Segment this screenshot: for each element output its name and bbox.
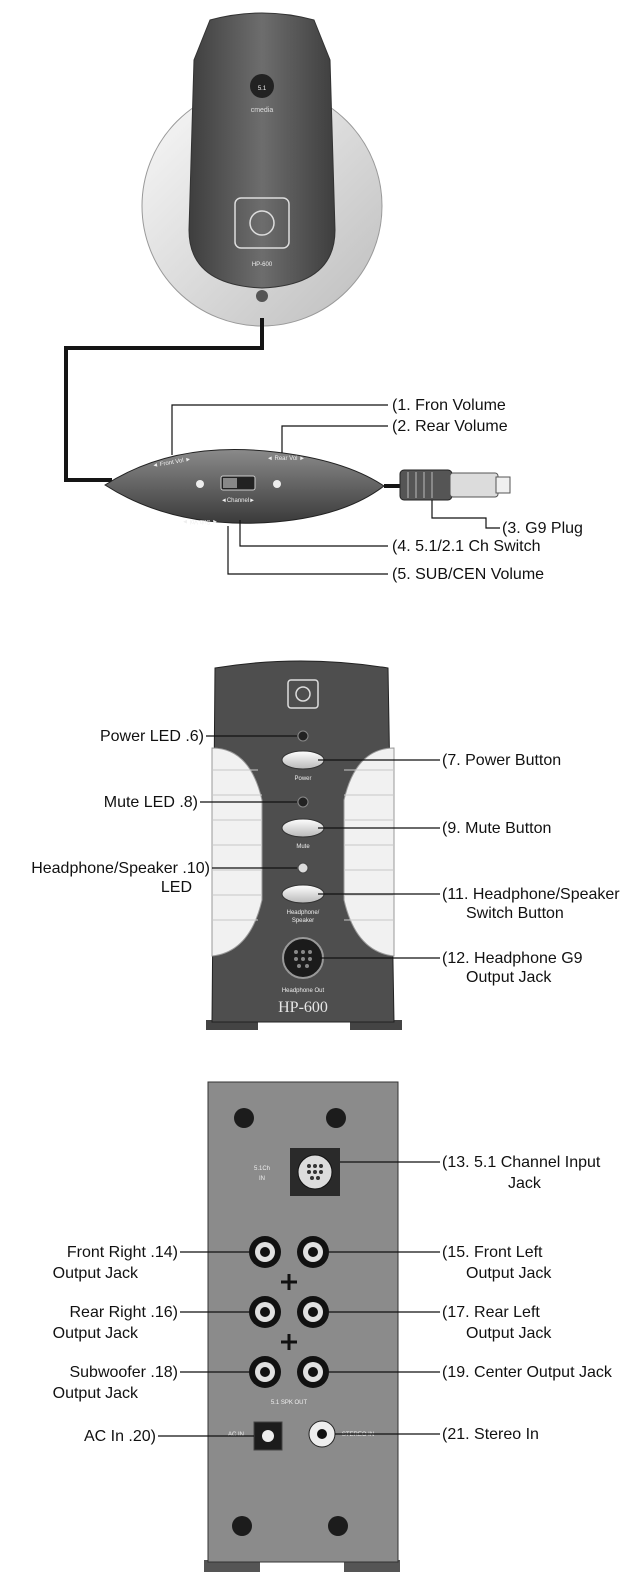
- callout-5: (5. SUB/CEN Volume: [392, 566, 544, 583]
- callout-2: (2. Rear Volume: [392, 418, 508, 435]
- callout-16: Rear Right .16): [70, 1304, 179, 1321]
- back-callout-lines: [158, 1161, 440, 1437]
- front-logo-icon: [295, 686, 311, 702]
- callout-17: (17. Rear Left: [442, 1304, 540, 1321]
- remote-led-right: [273, 480, 281, 488]
- back-screw-bl: [232, 1516, 252, 1536]
- callout-21: (21. Stereo In: [442, 1426, 539, 1443]
- front-panel: Power Mute Headphone/ Speaker Headphone …: [31, 660, 620, 1030]
- top-unit: 5.1 cmedia HP-600 ◄ Front Vol ► ◄ Rear V…: [64, 12, 583, 583]
- top-callout-lines: [171, 404, 500, 575]
- front-slats: [212, 769, 394, 921]
- remote-rear-vol: ◄ Rear Vol ►: [267, 456, 305, 462]
- spk-out-label: 5.1 SPK OUT: [271, 1400, 308, 1406]
- input-jack-pins: [307, 1164, 323, 1180]
- front-foot-right: [350, 1020, 402, 1030]
- back-screw-br: [328, 1516, 348, 1536]
- stereo-label: STEREO IN: [342, 1432, 374, 1438]
- headphone-logo-icon: [249, 210, 275, 236]
- puck-model-text: HP-600: [252, 262, 273, 268]
- callout-11: (11. Headphone/Speaker: [442, 886, 620, 903]
- logo-text: 5.1: [258, 86, 267, 92]
- callout-14-line2: Output Jack: [53, 1265, 139, 1282]
- callout-14: Front Right .14): [67, 1244, 178, 1261]
- callout-20: AC In .20): [84, 1428, 156, 1445]
- channel-switch-slider: [223, 478, 237, 488]
- front-body: [211, 660, 395, 1023]
- front-logo-box: [287, 679, 319, 709]
- callout-15: (15. Front Left: [442, 1244, 543, 1261]
- mute-led: [297, 796, 309, 808]
- input-label-2: IN: [259, 1176, 265, 1182]
- g9-plug-connector: [449, 472, 499, 498]
- front-right-cutout: [343, 747, 395, 957]
- callout-18: Subwoofer .18): [69, 1364, 178, 1381]
- back-screw-tl: [234, 1108, 254, 1128]
- headphone-speaker-led: [297, 862, 309, 874]
- brand-text: cmedia: [251, 107, 274, 114]
- headphone-logo-box: [234, 197, 290, 249]
- callout-9: (9. Mute Button: [442, 820, 551, 837]
- logo-badge: [250, 74, 274, 98]
- plus-marks: [281, 1274, 297, 1350]
- plug-ridges: [407, 472, 433, 498]
- cable: [64, 318, 264, 482]
- back-foot-right: [344, 1560, 400, 1572]
- mute-button-label: Mute: [296, 844, 310, 850]
- callout-3: (3. G9 Plug: [502, 520, 583, 537]
- callout-18-line2: Output Jack: [53, 1385, 139, 1402]
- back-panel: 5.1Ch IN 5.1 SPK OUT: [53, 1081, 613, 1572]
- callout-7: (7. Power Button: [442, 752, 561, 769]
- callout-12: (12. Headphone G9: [442, 950, 583, 967]
- callout-16-line2: Output Jack: [53, 1325, 139, 1342]
- headphone-out-label: Headphone Out: [282, 988, 325, 994]
- front-foot-left: [206, 1020, 258, 1030]
- ac-in-jack[interactable]: [253, 1421, 283, 1451]
- back-screw-tr: [326, 1108, 346, 1128]
- callout-4: (4. 5.1/2.1 Ch Switch: [392, 538, 541, 555]
- power-button-label: Power: [294, 776, 311, 782]
- mute-button[interactable]: [281, 818, 325, 838]
- callout-11-line2: Switch Button: [466, 905, 564, 922]
- headphone-out-pins: [294, 950, 312, 968]
- callout-6: Power LED .6): [100, 728, 204, 745]
- puck-body: [188, 12, 336, 289]
- g9-plug-tip: [495, 476, 511, 494]
- front-model-text: HP-600: [278, 999, 328, 1016]
- callout-13: (13. 5.1 Channel Input: [442, 1154, 601, 1171]
- callout-10: Headphone/Speaker .10): [31, 860, 210, 877]
- hp-spk-label-1: Headphone/: [287, 910, 320, 916]
- callout-19: (19. Center Output Jack: [442, 1364, 613, 1381]
- hp-spk-label-2: Speaker: [292, 918, 314, 924]
- power-button[interactable]: [281, 750, 325, 770]
- front-callout-lines: [200, 735, 440, 959]
- front-left-cutout: [211, 747, 263, 957]
- remote-led-left: [196, 480, 204, 488]
- puck-indicator: [256, 290, 268, 302]
- input-label-1: 5.1Ch: [254, 1166, 270, 1172]
- callout-8: Mute LED .8): [104, 794, 198, 811]
- callout-12-line2: Output Jack: [466, 969, 552, 986]
- callout-1: (1. Fron Volume: [392, 397, 506, 414]
- rca-jacks: [249, 1236, 329, 1388]
- callout-17-line2: Output Jack: [466, 1325, 552, 1342]
- power-led: [297, 730, 309, 742]
- ac-label: AC IN: [228, 1432, 244, 1438]
- callout-13-line2: Jack: [508, 1175, 542, 1192]
- back-foot-left: [204, 1560, 260, 1572]
- remote-channel: ◄Channel►: [221, 498, 255, 504]
- headphone-speaker-button[interactable]: [281, 884, 325, 904]
- callout-10-line2: LED: [161, 879, 192, 896]
- remote-sub-vol: ◄ Sub Vol ►: [182, 518, 218, 524]
- callout-15-line2: Output Jack: [466, 1265, 552, 1282]
